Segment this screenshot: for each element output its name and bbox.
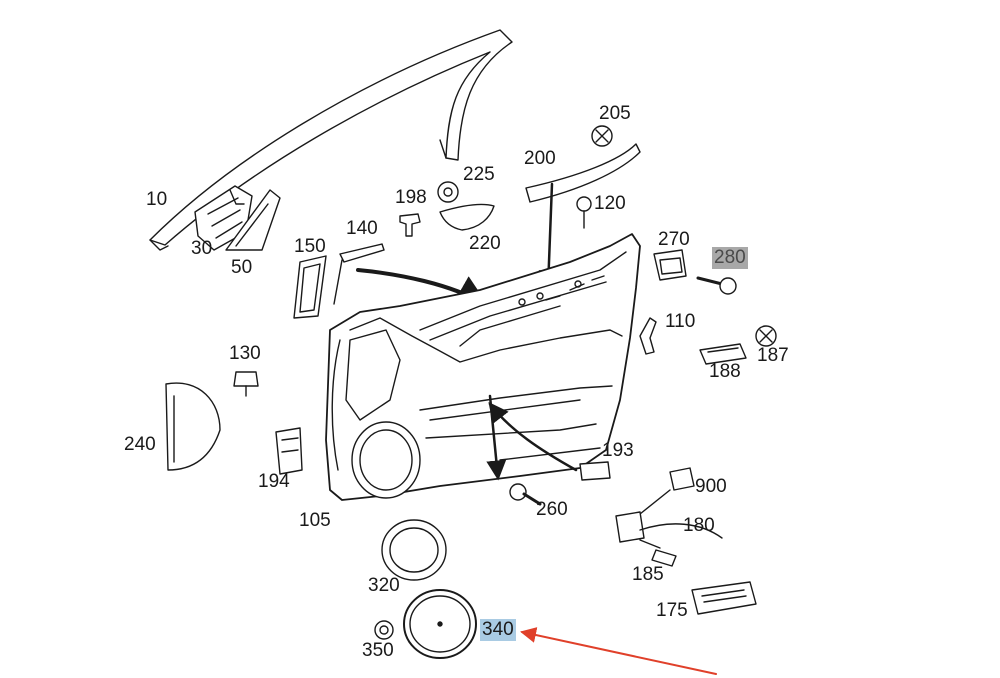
label-900: 900 [695,476,727,497]
part-50-triangle-trim [225,189,281,251]
label-220: 220 [469,233,501,254]
label-193: 193 [602,440,634,461]
part-205-clip [591,125,613,147]
part-187-clip [755,325,777,347]
part-194-holder [275,427,303,475]
part-225-nut [437,181,459,203]
part-320-ring [381,519,447,581]
part-193-plug [579,461,611,481]
part-198-clip [399,213,421,237]
label-205: 205 [599,103,631,124]
label-105: 105 [299,510,331,531]
label-110: 110 [665,311,696,332]
label-180: 180 [683,515,715,536]
label-280-highlighted: 280 [712,247,748,269]
label-260: 260 [536,499,568,520]
label-270: 270 [658,229,690,250]
label-240: 240 [124,434,156,455]
part-130-cap [233,371,259,397]
part-110-bracket [639,317,657,355]
label-320: 320 [368,575,400,596]
label-175: 175 [656,600,688,621]
label-150: 150 [294,236,326,257]
label-198: 198 [395,187,427,208]
label-187: 187 [757,345,789,366]
part-270-switch [653,249,687,281]
label-350: 350 [362,640,394,661]
label-10: 10 [146,189,168,210]
part-900-180-lamp [615,467,723,567]
part-175-light [691,581,757,615]
label-340-highlighted: 340 [480,619,516,641]
part-105-door-panel [325,233,641,501]
label-185: 185 [632,564,664,585]
part-220-cover [439,203,495,231]
label-140: 140 [346,218,378,239]
part-280-screw [696,276,737,295]
part-240-pad [165,382,221,471]
label-130: 130 [229,343,261,364]
part-260-screw [509,483,542,506]
part-150-insert [293,255,327,319]
label-225: 225 [463,164,495,185]
annotation-arrow [520,627,717,675]
label-194: 194 [258,471,290,492]
label-188: 188 [709,361,741,382]
part-188-cover [699,343,747,365]
label-200: 200 [524,148,556,169]
label-50: 50 [231,257,253,278]
label-120: 120 [594,193,626,214]
label-30: 30 [191,238,213,259]
part-340-speaker [403,589,477,659]
part-120-pin [576,196,592,229]
part-350-nut [374,620,394,640]
part-10-window-frame [149,29,513,251]
